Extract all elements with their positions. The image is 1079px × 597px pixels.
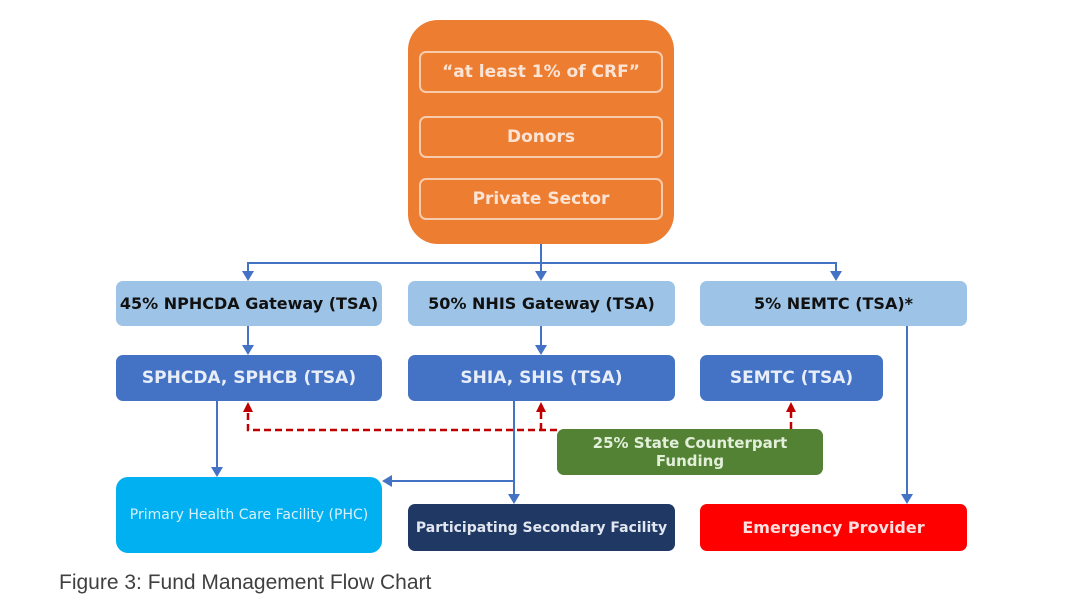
facility-secondary: Participating Secondary Facility — [408, 504, 675, 551]
figure-caption: Figure 3: Fund Management Flow Chart — [59, 571, 432, 594]
arrowhead-phc-from-shia — [382, 475, 392, 487]
arrowhead-secondary — [508, 494, 520, 504]
state-semtc: SEMTC (TSA) — [700, 355, 883, 401]
state-counterpart-funding: 25% State Counterpart Funding — [557, 429, 823, 475]
arrowhead-counterpart-shia — [536, 402, 546, 412]
funding-sources-group: “at least 1% of CRF” Donors Private Sect… — [408, 20, 674, 244]
arrowhead-nemtc — [830, 271, 842, 281]
arrowhead-sphcda — [242, 345, 254, 355]
gateway-nphcda: 45% NPHCDA Gateway (TSA) — [116, 281, 382, 326]
arrowhead-counterpart-sphcda — [243, 402, 253, 412]
facility-phc: Primary Health Care Facility (PHC) — [116, 477, 382, 553]
state-sphcda: SPHCDA, SPHCB (TSA) — [116, 355, 382, 401]
gateway-nemtc: 5% NEMTC (TSA)* — [700, 281, 967, 326]
arrowhead-nhis — [535, 271, 547, 281]
edge-counterpart-sphcda — [246, 412, 557, 432]
arrowhead-counterpart-semtc — [786, 402, 796, 412]
gateway-nhis: 50% NHIS Gateway (TSA) — [408, 281, 675, 326]
arrowhead-emergency — [901, 494, 913, 504]
source-crf: “at least 1% of CRF” — [419, 51, 663, 93]
facility-emergency: Emergency Provider — [700, 504, 967, 551]
arrowhead-nphcda — [242, 271, 254, 281]
arrowhead-phc-from-sphcda — [211, 467, 223, 477]
source-private-sector: Private Sector — [419, 178, 663, 220]
arrowhead-shia — [535, 345, 547, 355]
source-donors: Donors — [419, 116, 663, 158]
state-shia: SHIA, SHIS (TSA) — [408, 355, 675, 401]
